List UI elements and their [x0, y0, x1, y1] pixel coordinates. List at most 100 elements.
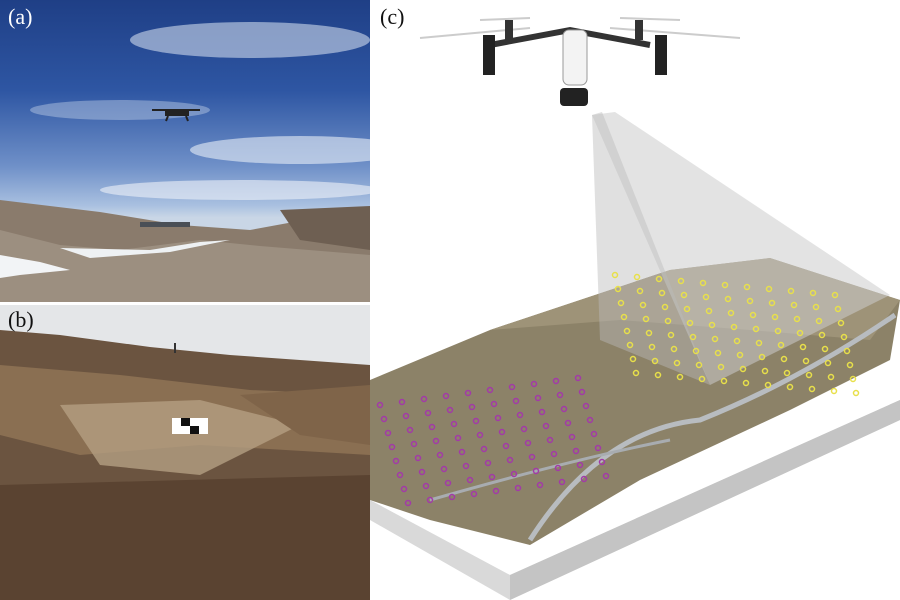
gcp-point-purple: [506, 456, 514, 464]
gcp-point-yellow: [655, 275, 663, 283]
landscape-scene: [0, 22, 370, 302]
gcp-point-yellow: [708, 321, 716, 329]
gcp-point-purple: [422, 482, 430, 490]
gcp-point-purple: [424, 409, 432, 417]
gcp-point-yellow: [664, 317, 672, 325]
gcp-point-yellow: [793, 315, 801, 323]
gcp-point-yellow: [837, 319, 845, 327]
gcp-point-purple: [578, 388, 586, 396]
gcp-point-yellow: [780, 355, 788, 363]
gcp-point-yellow: [648, 343, 656, 351]
gcp-point-purple: [602, 472, 610, 480]
gcp-point-purple: [492, 487, 500, 495]
gcp-point-yellow: [768, 299, 776, 307]
gcp-point-yellow: [749, 311, 757, 319]
gcp-point-yellow: [824, 359, 832, 367]
gcp-point-purple: [560, 405, 568, 413]
gcp-point-yellow: [852, 389, 860, 397]
gcp-point-yellow: [830, 387, 838, 395]
gcp-point-purple: [442, 392, 450, 400]
gcp-point-yellow: [677, 277, 685, 285]
gcp-point-purple: [448, 493, 456, 501]
gcp-point-yellow: [818, 331, 826, 339]
gcp-point-yellow: [661, 303, 669, 311]
gcp-point-yellow: [724, 295, 732, 303]
gcp-point-purple: [484, 459, 492, 467]
gcp-point-purple: [538, 408, 546, 416]
gcp-point-yellow: [796, 329, 804, 337]
gcp-point-purple: [488, 473, 496, 481]
gcp-point-yellow: [717, 363, 725, 371]
gcp-point-yellow: [755, 339, 763, 347]
gcp-point-purple: [546, 436, 554, 444]
gcp-point-yellow: [764, 381, 772, 389]
gcp-point-purple: [392, 457, 400, 465]
gcp-point-purple: [398, 398, 406, 406]
gcp-point-yellow: [683, 305, 691, 313]
gcp-point-yellow: [786, 383, 794, 391]
gcp-point-purple: [508, 383, 516, 391]
gcp-point-purple: [598, 458, 606, 466]
gcp-point-yellow: [783, 369, 791, 377]
gcp-point-yellow: [680, 291, 688, 299]
gcp-point-yellow: [746, 297, 754, 305]
gcp-point-purple: [464, 389, 472, 397]
gcp-point-purple: [380, 415, 388, 423]
gcp-point-purple: [528, 453, 536, 461]
gcp-point-yellow: [670, 345, 678, 353]
gcp-point-purple: [568, 433, 576, 441]
gcp-point-purple: [558, 478, 566, 486]
camera-field-of-view: [592, 112, 890, 385]
gcp-point-yellow: [787, 287, 795, 295]
gcp-point-purple: [440, 465, 448, 473]
gcp-point-purple: [502, 442, 510, 450]
panel-b-label: (b): [8, 307, 34, 332]
gcp-point-purple: [388, 443, 396, 451]
gcp-point-purple: [564, 419, 572, 427]
drone-in-sky-icon: [152, 109, 200, 122]
gcp-point-purple: [406, 426, 414, 434]
gcp-point-purple: [498, 428, 506, 436]
gcp-point-yellow: [742, 379, 750, 387]
gcp-point-yellow: [849, 375, 857, 383]
gcp-point-purple: [534, 394, 542, 402]
gcp-point-purple: [402, 412, 410, 420]
gcp-point-purple: [458, 448, 466, 456]
gcp-point-yellow: [699, 279, 707, 287]
gcp-point-yellow: [714, 349, 722, 357]
gcp-point-purple: [396, 471, 404, 479]
gcp-point-yellow: [846, 361, 854, 369]
gcp-point-purple: [486, 386, 494, 394]
gcp-point-yellow: [623, 327, 631, 335]
gcp-point-purple: [532, 467, 540, 475]
gcp-point-yellow: [808, 385, 816, 393]
gcp-point-yellow: [651, 357, 659, 365]
gcp-point-purple: [586, 416, 594, 424]
panel-c-uav-survey-diagram: (c): [370, 0, 900, 600]
gcp-point-yellow: [743, 283, 751, 291]
gcp-point-yellow: [774, 327, 782, 335]
gcp-point-purple: [450, 420, 458, 428]
gcp-point-yellow: [821, 345, 829, 353]
gcp-point-yellow: [676, 373, 684, 381]
gcp-point-yellow: [645, 329, 653, 337]
gcp-point-yellow: [642, 315, 650, 323]
gcp-point-purple: [514, 484, 522, 492]
drone-icon: [419, 17, 741, 106]
gcp-point-yellow: [626, 341, 634, 349]
gcp-point-purple: [446, 406, 454, 414]
gcp-point-purple: [550, 450, 558, 458]
gcp-point-purple: [400, 485, 408, 493]
gcp-point-yellow: [809, 289, 817, 297]
gcp-point-purple: [436, 451, 444, 459]
gcp-point-purple: [524, 439, 532, 447]
gcp-point-yellow: [629, 355, 637, 363]
gcp-point-yellow: [689, 333, 697, 341]
gcp-point-purple: [376, 401, 384, 409]
gcp-point-yellow: [695, 361, 703, 369]
panel-b-ground-control-point-photo: (b): [0, 305, 370, 600]
gcp-point-purple: [490, 400, 498, 408]
gcp-point-yellow: [686, 319, 694, 327]
gcp-point-purple: [580, 475, 588, 483]
gcp-point-yellow: [727, 309, 735, 317]
